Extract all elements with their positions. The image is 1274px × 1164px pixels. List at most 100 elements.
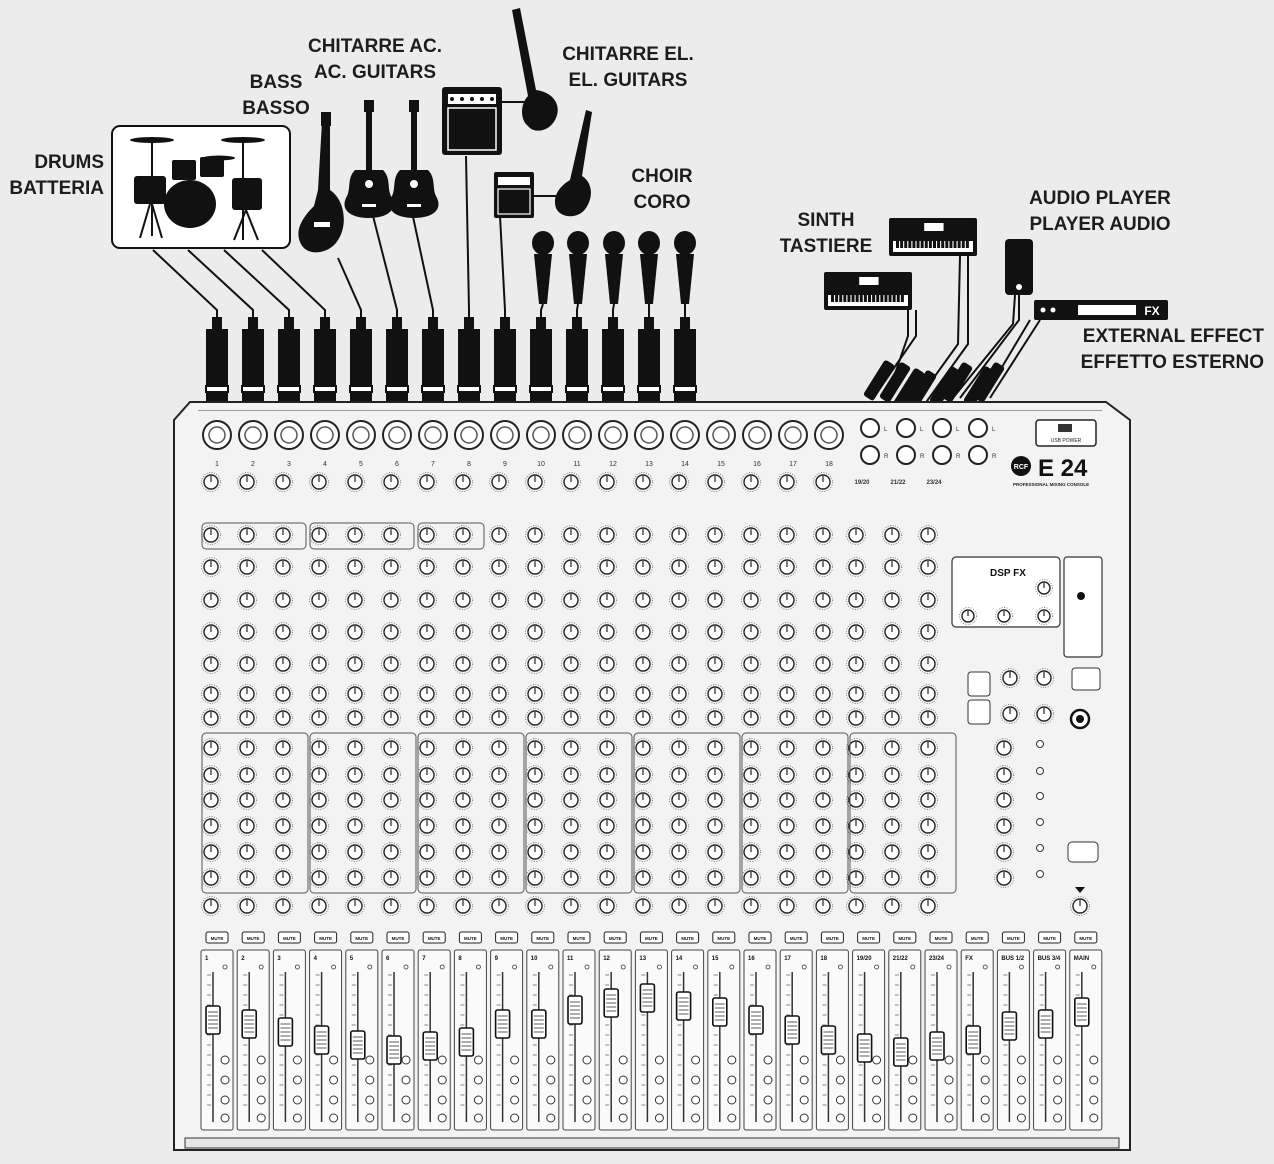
fader-button-24-0: [1054, 1056, 1062, 1064]
electric-guitar-2: [555, 110, 592, 216]
xlr-plug-tip-6: [393, 318, 401, 328]
xlr-plug-band-3: [278, 386, 300, 392]
xlr-inner-15: [713, 427, 729, 443]
mute-label-1: MUTE: [211, 936, 224, 941]
channel-number-8: 8: [467, 461, 471, 468]
fader-button-24-3: [1054, 1114, 1062, 1122]
clip-led-7: [440, 965, 444, 969]
fader-button-15-0: [728, 1056, 736, 1064]
keyboard-lower-black-key-11: [876, 295, 879, 302]
fader-button-20-0: [909, 1056, 917, 1064]
mic-head-2: [567, 231, 589, 255]
channel-number-10: 10: [537, 461, 545, 468]
fader-button-9-2: [511, 1096, 519, 1104]
xlr-inner-2: [245, 427, 261, 443]
keyboard-lower-black-key-4: [847, 295, 850, 302]
amp-large-grille: [448, 108, 496, 150]
fader-button-17-0: [800, 1056, 808, 1064]
dsp-fx-logo: DSP FX: [990, 568, 1026, 579]
clip-led-12: [621, 965, 625, 969]
fader-button-14-3: [692, 1114, 700, 1122]
xlr-plug-tip-10: [537, 318, 545, 328]
clip-led-25: [1092, 965, 1096, 969]
fader-button-19-2: [873, 1096, 881, 1104]
fader-button-13-1: [655, 1076, 663, 1084]
jack-r-label-2: R: [956, 454, 961, 460]
channel-number-6: 6: [395, 461, 399, 468]
xlr-inner-7: [425, 427, 441, 443]
fader-button-20-1: [909, 1076, 917, 1084]
mute-label-10: MUTE: [536, 936, 549, 941]
drums-label: DRUMSBATTERIA: [0, 150, 104, 202]
xlr-plug-tip-3: [285, 318, 293, 328]
xlr-plug-band-4: [314, 386, 336, 392]
fx-display: [1078, 305, 1136, 315]
synth-label: SINTHTASTIERE: [776, 208, 876, 260]
clip-led-21: [947, 965, 951, 969]
mute-label-23: MUTE: [1007, 936, 1020, 941]
channel-number-17: 17: [789, 461, 797, 468]
model-subtitle: PROFESSIONAL MIXING CONSOLE: [1013, 482, 1089, 487]
fader-button-6-1: [402, 1076, 410, 1084]
fader-label-20: 21/22: [893, 956, 909, 962]
channel-number-5: 5: [359, 461, 363, 468]
xlr-plug-tip-8: [465, 318, 473, 328]
channel-number-4: 4: [323, 461, 327, 468]
fader-button-8-1: [474, 1076, 482, 1084]
xlr-plug-tip-2: [249, 318, 257, 328]
mute-label-24: MUTE: [1043, 936, 1056, 941]
mic-head-4: [638, 231, 660, 255]
fader-label-16: 16: [748, 956, 755, 962]
clip-led-19: [875, 965, 879, 969]
console-front-edge: [185, 1138, 1119, 1148]
jack-r-label-3: R: [992, 454, 997, 460]
channel-number-2: 2: [251, 461, 255, 468]
acoustic-guitar-1-soundhole: [365, 180, 373, 188]
channel-number-7: 7: [431, 461, 435, 468]
jack-l-1: [897, 419, 915, 437]
mic-head-3: [603, 231, 625, 255]
fader-button-15-2: [728, 1096, 736, 1104]
acoustic-guitars-label: CHITARRE AC.AC. GUITARS: [290, 34, 460, 86]
xlr-plug-band-13: [638, 386, 660, 392]
fader-button-6-2: [402, 1096, 410, 1104]
fader-label-24: BUS 3/4: [1038, 956, 1061, 962]
channel-number-16: 16: [753, 461, 761, 468]
fader-button-12-3: [619, 1114, 627, 1122]
mute-label-21: MUTE: [935, 936, 948, 941]
fader-button-18-2: [836, 1096, 844, 1104]
clip-led-23: [1019, 965, 1023, 969]
clip-led-8: [476, 965, 480, 969]
jack-r-2: [933, 446, 951, 464]
jack-l-3: [969, 419, 987, 437]
clip-led-11: [585, 965, 589, 969]
fader-button-20-2: [909, 1096, 917, 1104]
keyboard-upper-black-key-14: [954, 241, 957, 248]
fader-button-23-3: [1017, 1114, 1025, 1122]
mute-label-19: MUTE: [862, 936, 875, 941]
xlr-inner-6: [389, 427, 405, 443]
acoustic-guitar-1-body: [344, 170, 393, 218]
bass-pickup: [314, 222, 330, 227]
fader-button-11-3: [583, 1114, 591, 1122]
xlr-plug-band-8: [458, 386, 480, 392]
xlr-plug-band-2: [242, 386, 264, 392]
mute-label-4: MUTE: [319, 936, 332, 941]
fader-button-1-3: [221, 1114, 229, 1122]
xlr-plug-band-11: [566, 386, 588, 392]
jack-r-3: [969, 446, 987, 464]
cable-9: [500, 216, 505, 322]
amp-small-panel: [498, 177, 530, 185]
xlr-inner-10: [533, 427, 549, 443]
fader-button-25-3: [1090, 1114, 1098, 1122]
jack-r-0: [861, 446, 879, 464]
keyboard-upper-black-key-12: [945, 241, 948, 248]
fader-button-13-2: [655, 1096, 663, 1104]
fader-button-19-0: [873, 1056, 881, 1064]
mute-label-8: MUTE: [464, 936, 477, 941]
fader-button-2-2: [257, 1096, 265, 1104]
channel-number-12: 12: [609, 461, 617, 468]
keyboard-upper-black-key-4: [912, 241, 915, 248]
fader-button-18-1: [836, 1076, 844, 1084]
fader-button-19-1: [873, 1076, 881, 1084]
